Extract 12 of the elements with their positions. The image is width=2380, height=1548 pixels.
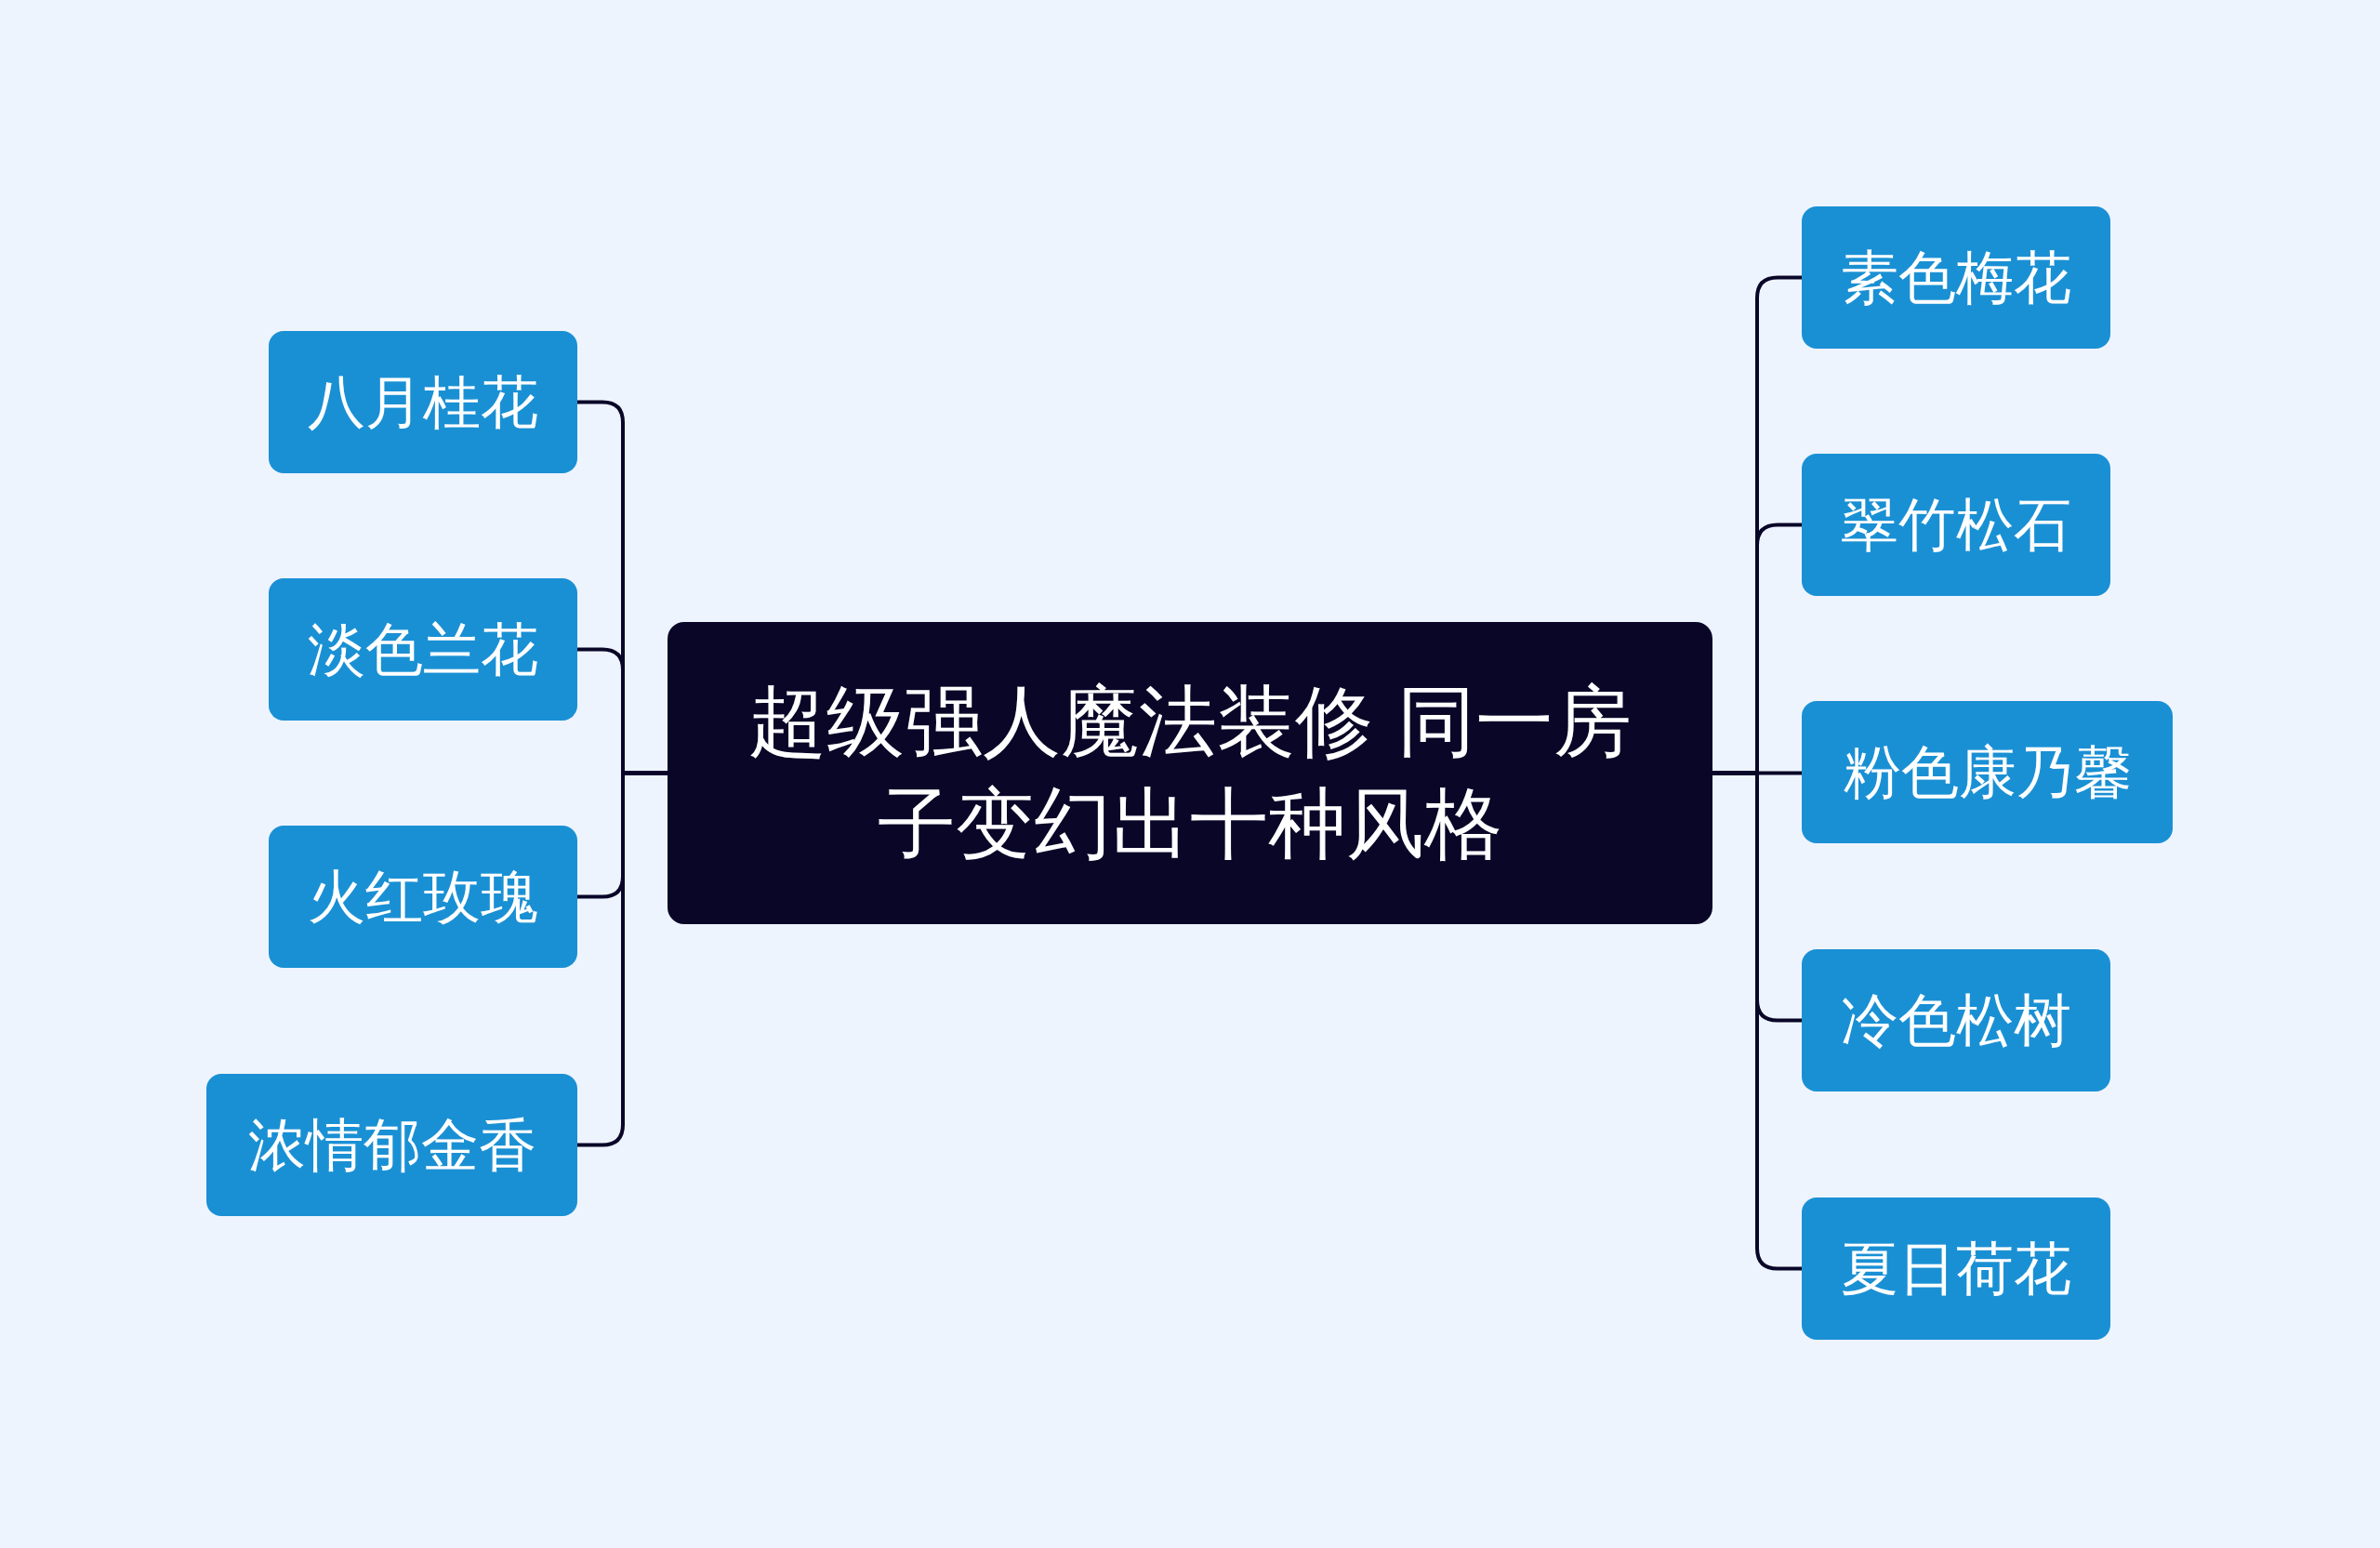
topic-box: 粉色康乃馨: [1802, 701, 2173, 843]
topic-box: 冷色松树: [1802, 949, 2110, 1092]
topic-box: 火红玫瑰: [269, 826, 577, 968]
topic-box: 翠竹松石: [1802, 454, 2110, 596]
topic-box: 淡色兰花: [269, 578, 577, 721]
topic-box: 八月桂花: [269, 331, 577, 473]
topic-box: 素色梅花: [1802, 206, 2110, 349]
connector-line: [1712, 771, 1802, 1271]
central-topic-box: 超级强人魔法装修 同一房子变幻出十种风格: [668, 622, 1712, 924]
connector-line: [577, 771, 668, 1147]
topic-box: 浓情郁金香: [206, 1074, 577, 1216]
topic-box: 夏日荷花: [1802, 1197, 2110, 1340]
